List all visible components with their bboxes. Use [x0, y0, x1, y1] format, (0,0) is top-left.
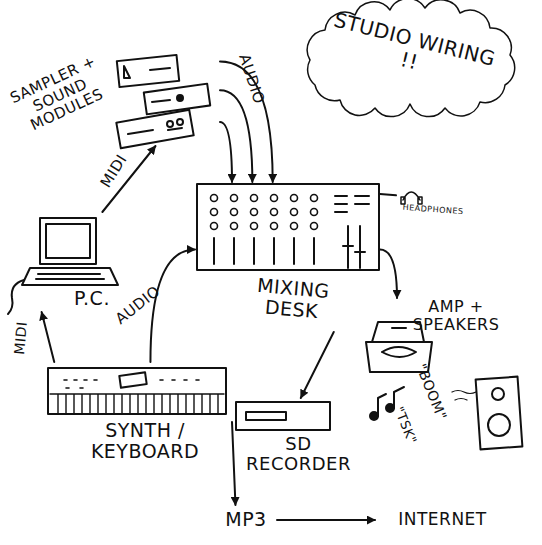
module-knob [167, 121, 173, 127]
synth-body [48, 368, 226, 414]
signal-wire [277, 519, 375, 521]
pc-keyboard [22, 268, 118, 285]
headphones-node: HEADPHONES [396, 182, 466, 220]
knob [271, 195, 278, 202]
pc-node: P.C. [22, 212, 120, 312]
signal-wire [220, 90, 252, 182]
knob [231, 209, 238, 216]
synth-keyboard: SYNTH / KEYBOARD [45, 362, 230, 477]
desk-knobs [211, 195, 318, 230]
pc-cable [8, 280, 24, 314]
cloud-node: STUDIO WIRING !! [305, 12, 520, 104]
pc-screen [46, 224, 90, 258]
synth-display [119, 372, 146, 388]
desk-faders [214, 196, 369, 268]
node-label: MIXING DESK [233, 273, 351, 325]
node-label: INTERNET [375, 510, 510, 529]
sound-word: "BOOM" [413, 361, 450, 422]
synth-controls [64, 380, 199, 388]
module-knob [177, 119, 183, 125]
signal-wire [220, 122, 232, 182]
node-label: MP3 [215, 509, 277, 530]
signal-wire [150, 250, 195, 363]
knob [291, 209, 298, 216]
sound-word: "TSK" [391, 405, 420, 447]
module-box [116, 110, 193, 148]
wire-label: AUDIO [235, 52, 268, 107]
node-label: SYNTH / KEYBOARD [70, 420, 220, 462]
signal-wire [380, 194, 396, 195]
module-box [117, 55, 179, 87]
wire-label: MIDI [11, 321, 30, 355]
mixing-desk: MIXING DESK [195, 182, 380, 332]
speaker-tweeter [492, 388, 504, 400]
desk-body [197, 184, 379, 270]
knob [211, 209, 218, 216]
node-label: AMP + SPEAKERS [408, 298, 504, 333]
knob [251, 195, 258, 202]
knob [271, 223, 278, 230]
signal-wire [232, 422, 235, 505]
synth-keys [50, 394, 224, 414]
knob [251, 223, 258, 230]
knob [311, 195, 318, 202]
node-label: STUDIO WIRING !! [324, 8, 500, 92]
node-label: SAMPLER + SOUND MODULES [0, 49, 120, 140]
knob [311, 209, 318, 216]
module-knob [177, 95, 183, 101]
knob [231, 223, 238, 230]
module-detail [128, 128, 182, 134]
headphones-symbol [401, 192, 422, 204]
node-label: SD RECORDER [240, 434, 357, 474]
wire-label: MIDI [97, 151, 131, 191]
speaker-cabinet [476, 377, 523, 450]
node-label: P.C. [64, 288, 120, 309]
knob [291, 195, 298, 202]
knob [291, 223, 298, 230]
mp3-node: MP3 [215, 505, 277, 535]
wire-label: AUDIO [112, 282, 164, 328]
music-note-head [370, 412, 378, 420]
knob [211, 195, 218, 202]
recorder-slot [246, 412, 286, 420]
recorder-body [236, 402, 330, 430]
knob [211, 223, 218, 230]
knob [251, 209, 258, 216]
module-stack: SAMPLER + SOUND MODULES [5, 50, 220, 146]
sound-waves [452, 391, 476, 401]
signal-wire [42, 312, 55, 362]
knob [311, 223, 318, 230]
knob [271, 209, 278, 216]
signal-wire [301, 332, 334, 398]
internet-node: INTERNET [375, 505, 510, 535]
module-detail [152, 100, 170, 102]
knob [231, 195, 238, 202]
pc-monitor [40, 218, 96, 264]
node-label: HEADPHONES [400, 204, 466, 217]
sd-recorder: SD RECORDER [232, 398, 357, 478]
cloud-outline [307, 0, 514, 117]
speaker-woofer [488, 414, 510, 436]
module-detail [124, 66, 170, 78]
module-box [144, 84, 210, 115]
signal-wire [380, 250, 397, 299]
